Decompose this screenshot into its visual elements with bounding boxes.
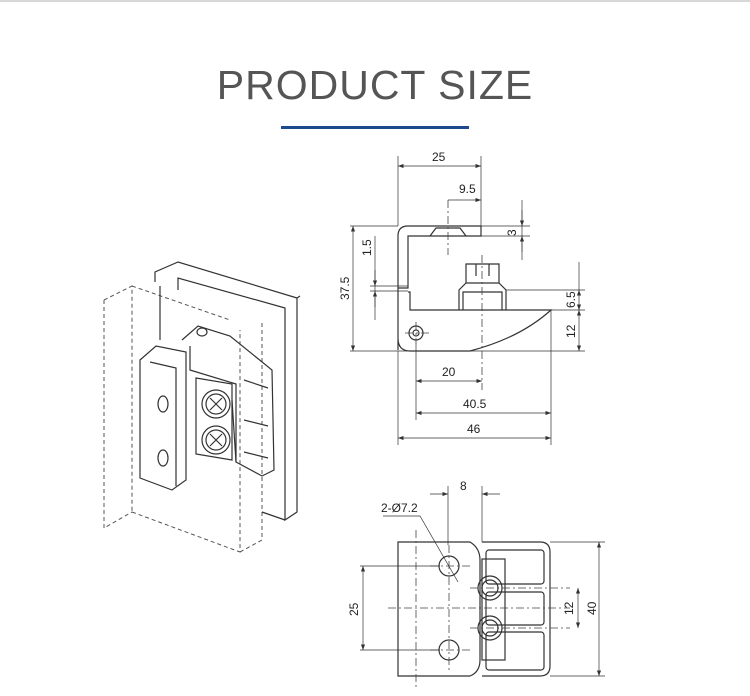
- dim-46: 46: [467, 422, 481, 436]
- dim-3: 3: [505, 229, 519, 236]
- dim-12-base: 12: [564, 324, 578, 338]
- dim-12-screws: 12: [562, 601, 576, 615]
- dim-25-holes: 25: [347, 602, 361, 616]
- dim-20: 20: [442, 365, 456, 379]
- dim-9-5: 9.5: [459, 182, 476, 196]
- dim-40: 40: [585, 601, 599, 615]
- front-view-drawing: 8 2-Ø7.2 25 12 40: [347, 479, 605, 690]
- side-view-drawing: 25 9.5 3 1.5 37.5 6.5 12 20 40.5 46: [338, 150, 585, 445]
- dim-8: 8: [460, 479, 467, 493]
- dim-1-5: 1.5: [360, 239, 374, 256]
- dim-25-top: 25: [432, 150, 446, 164]
- title-underline: [281, 126, 469, 129]
- dim-37-5: 37.5: [338, 276, 352, 300]
- dim-hole-spec: 2-Ø7.2: [381, 501, 418, 515]
- dim-6-5: 6.5: [564, 291, 578, 308]
- top-divider: [0, 0, 750, 2]
- page-title: PRODUCT SIZE: [216, 62, 534, 108]
- hinge-isometric-illustration: [103, 261, 301, 553]
- dim-40-5: 40.5: [463, 397, 487, 411]
